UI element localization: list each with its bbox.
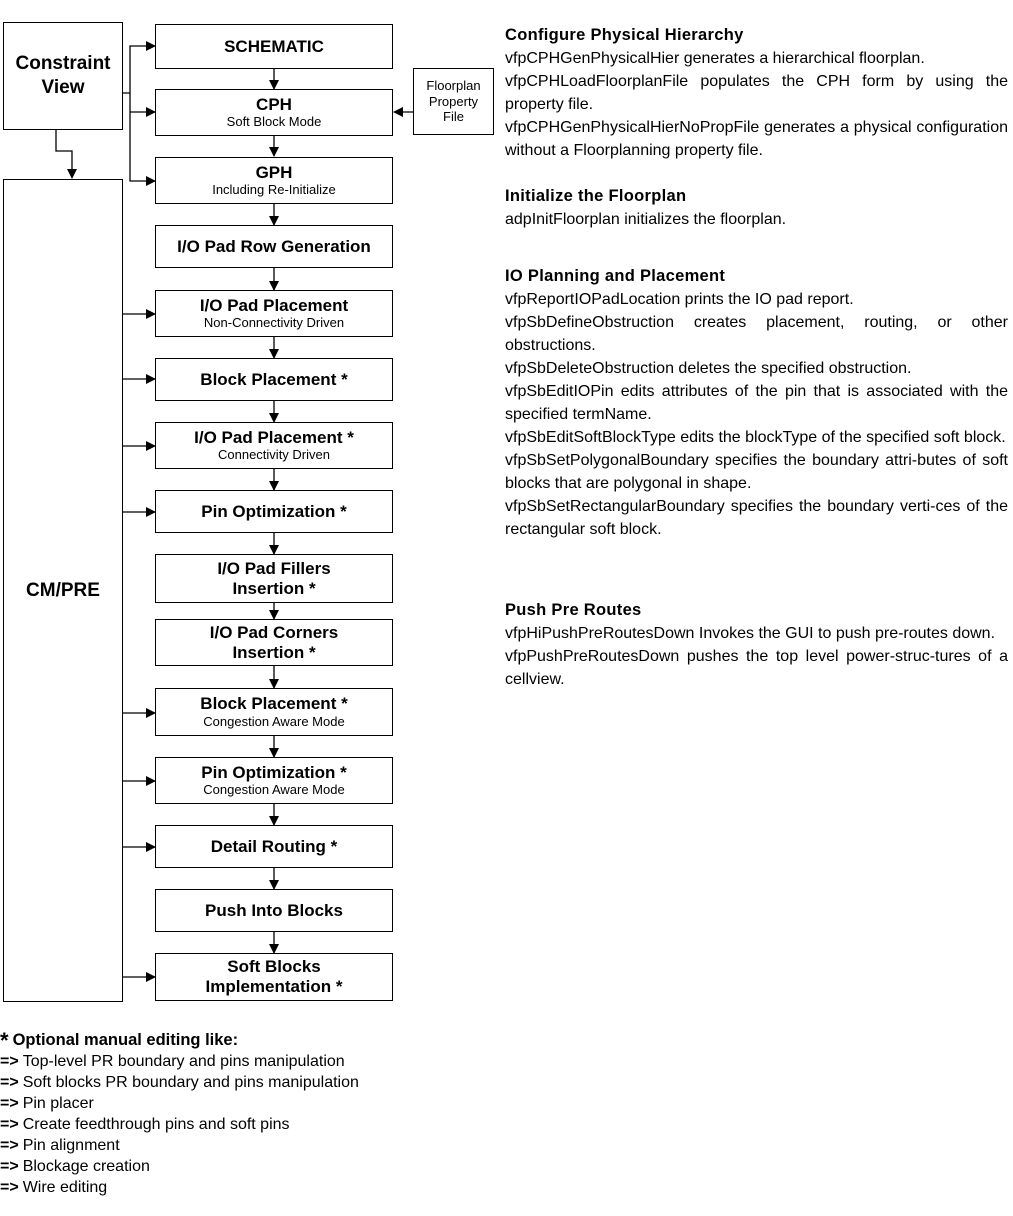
list-item: =>Wire editing [0,1177,480,1198]
flow-step-title: I/O Pad Placement * [194,427,354,447]
list-item-text: Create feedthrough pins and soft pins [22,1116,290,1133]
flow-step-subtitle: Congestion Aware Mode [203,782,345,798]
section-paragraph: vfpSbDefineObstruction creates placement… [505,314,1008,354]
constraint-view-label-line1: Constraint [15,53,111,75]
section-paragraph: vfpReportIOPadLocation prints the IO pad… [505,291,854,308]
list-item: =>Pin placer [0,1093,480,1114]
floorplan-file-line3: File [443,109,464,125]
list-item-text: Pin placer [22,1095,94,1112]
list-item: =>Top-level PR boundary and pins manipul… [0,1051,480,1072]
list-item-text: Soft blocks PR boundary and pins manipul… [22,1074,359,1091]
arrow-marker: => [0,1137,19,1154]
list-item-text: Wire editing [22,1179,108,1196]
flow-step-title: Detail Routing * [210,836,338,856]
section-paragraph: vfpSbSetPolygonalBoundary specifies the … [505,452,1008,492]
flow-step-title: I/O Pad Row Generation [177,236,371,256]
flow-step-title: I/O Pad Placement [199,295,349,315]
floorplan-file-line2: Property [428,93,479,109]
arrow-marker: => [0,1179,19,1196]
section-paragraph: vfpSbEditSoftBlockType edits the blockTy… [505,429,1006,446]
section-push-pre-routes: Push Pre Routes vfpHiPushPreRoutesDown I… [505,599,1008,691]
section-heading: Initialize the Floorplan [505,187,687,205]
list-item: =>Create feedthrough pins and soft pins [0,1114,480,1135]
list-item: =>Blockage creation [0,1156,480,1177]
optional-editing-notes: *Optional manual editing like: =>Top-lev… [0,1030,480,1198]
flow-step-schematic: SCHEMATIC [155,24,393,69]
cm-pre-label: CM/PRE [26,579,100,601]
flow-step-pin-optimization-congestion-aware: Pin Optimization * Congestion Aware Mode [155,757,393,804]
section-heading: Configure Physical Hierarchy [505,26,744,44]
flow-step-title: Push Into Blocks [205,900,343,920]
flow-step-io-pad-fillers-insertion: I/O Pad Fillers Insertion * [155,554,393,603]
flow-step-io-pad-placement-non-connectivity: I/O Pad Placement Non-Connectivity Drive… [155,290,393,337]
list-item-text: Top-level PR boundary and pins manipulat… [22,1053,345,1070]
flow-step-title: SCHEMATIC [224,36,324,56]
section-paragraph: vfpHiPushPreRoutesDown Invokes the GUI t… [505,625,996,642]
section-paragraph: adpInitFloorplan initializes the floorpl… [505,211,787,228]
flow-step-title-line2: Insertion * [232,642,316,662]
section-paragraph: vfpCPHLoadFloorplanFile populates the CP… [505,73,1008,113]
flow-step-subtitle: Soft Block Mode [226,114,322,130]
flow-step-pin-optimization: Pin Optimization * [155,490,393,533]
notes-heading-row: *Optional manual editing like: [0,1028,480,1053]
flow-step-title: CPH [256,94,292,114]
section-paragraph: vfpSbSetRectangularBoundary specifies th… [505,498,1008,538]
constraint-view-box: Constraint View [3,22,123,130]
flow-step-title-line2: Implementation * [205,977,343,996]
flow-step-detail-routing: Detail Routing * [155,825,393,868]
section-paragraph: vfpSbEditIOPin edits attributes of the p… [505,383,1008,423]
flow-step-io-pad-corners-insertion: I/O Pad Corners Insertion * [155,619,393,666]
flow-step-io-pad-row-generation: I/O Pad Row Generation [155,225,393,268]
section-paragraph: vfpPushPreRoutesDown pushes the top leve… [505,648,1008,688]
flow-step-subtitle: Congestion Aware Mode [203,713,345,729]
flow-step-cph: CPH Soft Block Mode [155,89,393,136]
flow-step-block-placement: Block Placement * [155,358,393,401]
constraint-view-label-line2: View [41,77,85,98]
section-configure-physical-hierarchy: Configure Physical Hierarchy vfpCPHGenPh… [505,24,1008,162]
flow-step-subtitle: Including Re-Initialize [212,182,336,198]
flow-step-title-line1: Soft Blocks [227,957,321,977]
list-item-text: Blockage creation [22,1158,150,1175]
section-heading: Push Pre Routes [505,601,642,619]
flow-step-soft-blocks-implementation: Soft Blocks Implementation * [155,953,393,1001]
section-paragraph: vfpSbDeleteObstruction deletes the speci… [505,360,912,377]
floorplan-file-line1: Floorplan [426,78,481,94]
arrow-marker: => [0,1095,19,1112]
list-item-text: Pin alignment [22,1137,120,1154]
list-item: =>Soft blocks PR boundary and pins manip… [0,1072,480,1093]
arrow-marker: => [0,1158,19,1175]
section-paragraph: vfpCPHGenPhysicalHier generates a hierar… [505,50,925,67]
footnote-star: * [0,1028,9,1053]
flow-step-io-pad-placement-connectivity: I/O Pad Placement * Connectivity Driven [155,422,393,469]
flow-step-gph: GPH Including Re-Initialize [155,157,393,204]
section-io-planning-placement: IO Planning and Placement vfpReportIOPad… [505,265,1008,541]
flow-step-push-into-blocks: Push Into Blocks [155,889,393,932]
flow-step-subtitle: Connectivity Driven [218,447,330,463]
cm-pre-box: CM/PRE [3,179,123,1002]
flow-step-subtitle: Non-Connectivity Driven [203,315,345,331]
floorplan-property-file-box: Floorplan Property File [413,68,494,135]
section-initialize-floorplan: Initialize the Floorplan adpInitFloorpla… [505,185,1008,231]
arrow-marker: => [0,1116,19,1133]
arrow-marker: => [0,1053,19,1070]
flow-step-title: Pin Optimization * [201,762,347,782]
flow-step-title: Block Placement * [200,369,348,389]
flow-step-title: Pin Optimization * [201,501,347,521]
flow-step-title: Block Placement * [200,694,348,714]
section-paragraph: vfpCPHGenPhysicalHierNoPropFile generate… [505,119,1008,159]
flow-step-title: GPH [255,162,293,182]
flow-step-title-line1: I/O Pad Fillers [217,558,331,578]
list-item: =>Pin alignment [0,1135,480,1156]
flow-step-title-line2: Insertion * [232,578,316,598]
section-heading: IO Planning and Placement [505,267,726,285]
notes-heading: Optional manual editing like: [12,1031,239,1049]
arrow-marker: => [0,1074,19,1091]
flow-step-title-line1: I/O Pad Corners [209,622,339,642]
flow-step-block-placement-congestion-aware: Block Placement * Congestion Aware Mode [155,688,393,736]
